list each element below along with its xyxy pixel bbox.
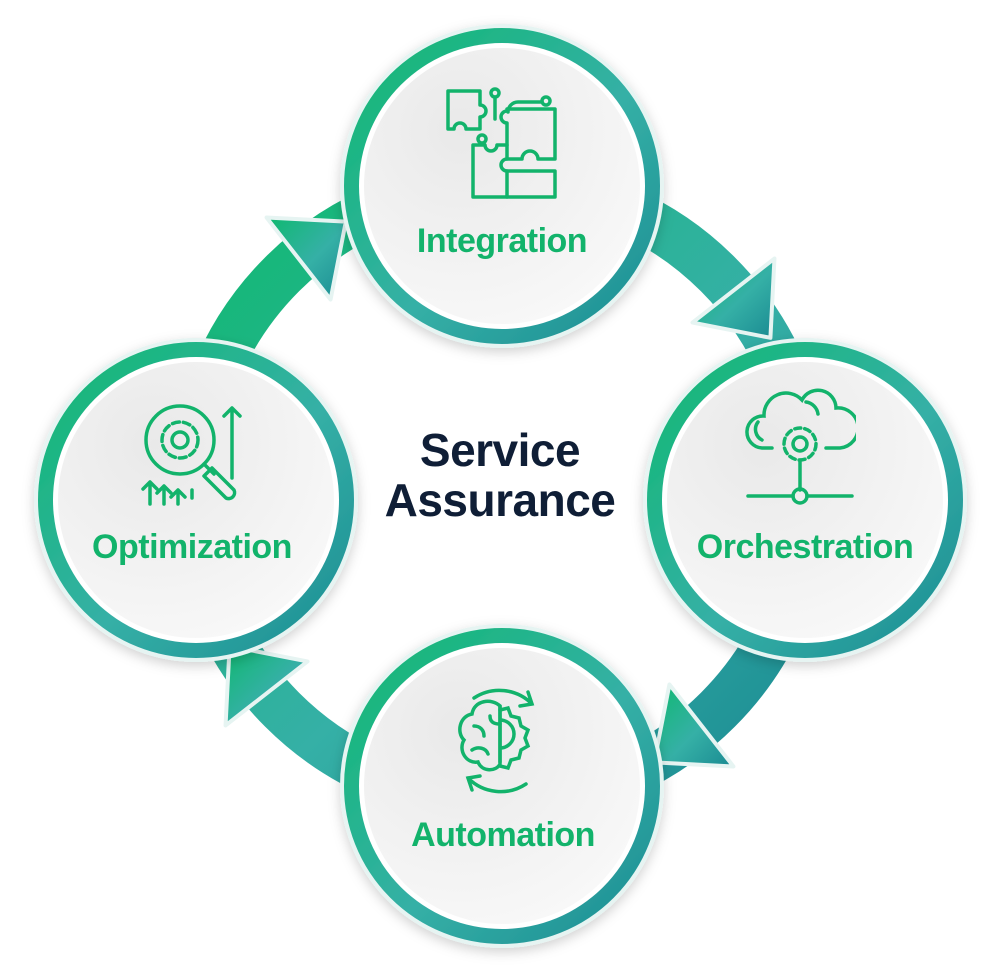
- arrow-to-automation: [652, 682, 736, 769]
- node-label-integration: Integration: [416, 222, 588, 260]
- arrow-to-integration: [264, 215, 348, 302]
- arrow-to-orchestration: [690, 256, 777, 340]
- node-automation: [340, 624, 664, 948]
- node-label-automation: Automation: [411, 816, 595, 854]
- center-title-line1: Service: [419, 424, 581, 476]
- node-label-optimization: Optimization: [92, 528, 292, 566]
- puzzle-icon: [440, 85, 565, 210]
- center-title-line2: Assurance: [384, 474, 616, 526]
- arrow-to-optimization: [223, 644, 310, 728]
- center-title: Service Assurance: [330, 425, 670, 525]
- node-integration: [340, 24, 664, 348]
- node-label-orchestration: Orchestration: [696, 528, 914, 566]
- cloud-gear-icon: [744, 388, 860, 515]
- brain-gear-icon: [444, 680, 556, 805]
- node-optimization: [34, 338, 358, 662]
- magnifier-gear-growth-icon: [138, 398, 253, 515]
